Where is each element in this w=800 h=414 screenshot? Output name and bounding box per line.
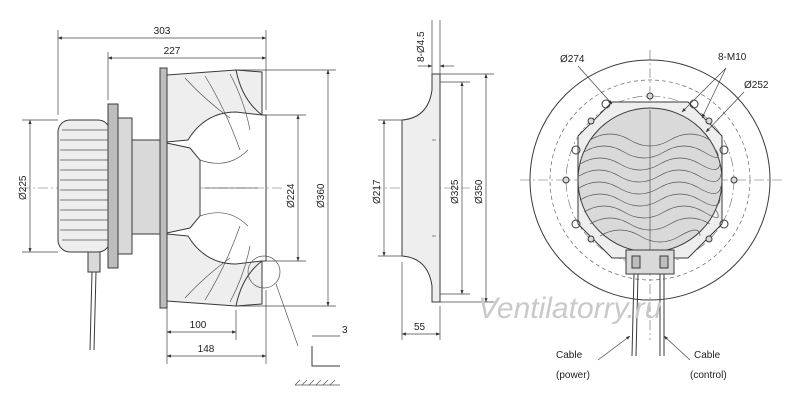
motor-fins [60, 129, 108, 241]
dim-bolt-circle: Ø274 [560, 54, 585, 65]
dim-wheel-length: 227 [164, 46, 181, 57]
dim-threads: 8-M10 [718, 52, 747, 63]
heatsink-fins [578, 110, 722, 250]
dim-inner-diameter: Ø217 [372, 179, 383, 204]
front-view: Ø274 8-M10 Ø252 Cable (power) Cable (con… [520, 50, 782, 381]
cable-gland [87, 251, 101, 273]
label-cable-power-sub: (power) [556, 370, 590, 381]
motor-bracket [117, 117, 133, 255]
dim-inlet-diameter: Ø224 [286, 183, 297, 208]
dim-wheel-depth: 148 [198, 344, 215, 355]
wheel-outline [529, 59, 771, 301]
detail-a [311, 346, 340, 367]
motor-hub [131, 139, 163, 235]
label-cable-control-sub: (control) [690, 370, 727, 381]
dim-overall-length: 303 [154, 26, 171, 37]
dim-holes: 8-Ø4.5 [416, 31, 427, 62]
dim-gap: 3 [342, 325, 348, 336]
dim-inner-circle: Ø252 [744, 80, 769, 91]
detail-circle [247, 255, 281, 289]
motor-flange [107, 103, 119, 269]
side-view: 303 227 Ø225 Ø224 Ø360 100 148 3 [18, 26, 348, 386]
label-cable-power: Cable [556, 350, 583, 361]
label-cable-control: Cable [694, 350, 721, 361]
dim-outer-diameter: Ø350 [474, 179, 485, 204]
dim-inlet-depth: 100 [190, 320, 207, 331]
dim-middle-diameter: Ø325 [450, 179, 461, 204]
inlet-nozzle [401, 73, 441, 303]
wheel-hub [161, 141, 201, 235]
watermark: Ventilatorry.ru [478, 292, 662, 325]
dim-motor-diameter: Ø225 [18, 175, 29, 200]
wheel-backplate [159, 67, 168, 309]
dim-flange-depth: 55 [414, 322, 426, 333]
dim-wheel-diameter: Ø360 [316, 183, 327, 208]
nozzle-view: 8-Ø4.5 Ø217 Ø325 Ø350 55 [372, 20, 494, 340]
